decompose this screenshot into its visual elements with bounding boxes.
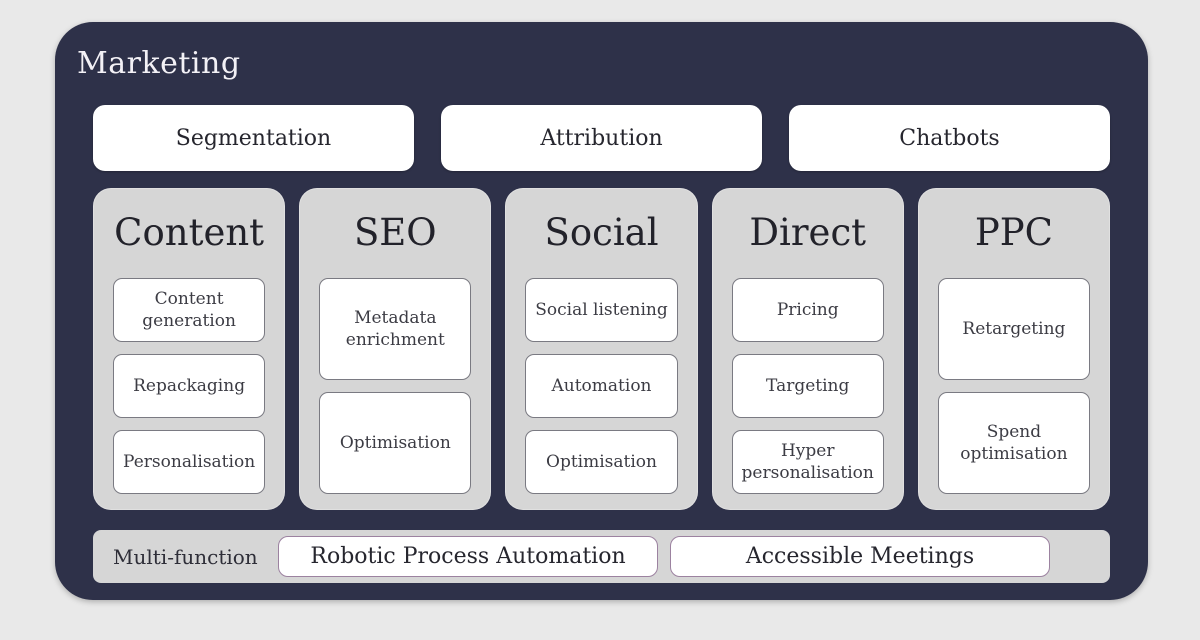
column-items: Retargeting Spend optimisation bbox=[937, 278, 1091, 494]
node-attribution: Attribution bbox=[441, 105, 762, 171]
node-social-optimisation: Optimisation bbox=[525, 430, 678, 494]
node-retargeting: Retargeting bbox=[937, 278, 1091, 380]
node-automation: Automation bbox=[525, 354, 678, 418]
multi-function-label: Multi-function bbox=[113, 544, 258, 569]
node-spend-optimisation: Spend optimisation bbox=[937, 392, 1091, 494]
column-title: PPC bbox=[974, 211, 1053, 254]
node-personalisation: Personalisation bbox=[113, 430, 266, 494]
column-items: Content generation Repackaging Personali… bbox=[113, 278, 266, 494]
column-title: Content bbox=[114, 211, 265, 254]
marketing-board: Marketing Segmentation Attribution Chatb… bbox=[55, 22, 1148, 600]
node-seo-optimisation: Optimisation bbox=[319, 392, 472, 494]
node-hyper-personalisation: Hyper personalisation bbox=[731, 430, 884, 494]
node-social-listening: Social listening bbox=[525, 278, 678, 342]
column-items: Pricing Targeting Hyper personalisation bbox=[731, 278, 884, 494]
node-chatbots: Chatbots bbox=[789, 105, 1110, 171]
category-columns: Content Content generation Repackaging P… bbox=[93, 188, 1111, 510]
top-row: Segmentation Attribution Chatbots bbox=[93, 105, 1110, 171]
multi-function-bar: Multi-function Robotic Process Automatio… bbox=[93, 530, 1110, 583]
node-targeting: Targeting bbox=[731, 354, 884, 418]
node-content-generation: Content generation bbox=[113, 278, 266, 342]
node-metadata-enrichment: Metadata enrichment bbox=[319, 278, 472, 380]
node-repackaging: Repackaging bbox=[113, 354, 266, 418]
node-accessible-meetings: Accessible Meetings bbox=[670, 536, 1050, 577]
node-segmentation: Segmentation bbox=[93, 105, 414, 171]
column-title: Social bbox=[544, 211, 659, 254]
node-pricing: Pricing bbox=[731, 278, 884, 342]
column-title: Direct bbox=[749, 211, 867, 254]
column-title: SEO bbox=[353, 211, 437, 254]
node-robotic-process-automation: Robotic Process Automation bbox=[278, 536, 658, 577]
board-title: Marketing bbox=[77, 46, 241, 81]
column-social: Social Social listening Automation Optim… bbox=[505, 188, 698, 510]
column-seo: SEO Metadata enrichment Optimisation bbox=[299, 188, 492, 510]
column-content: Content Content generation Repackaging P… bbox=[93, 188, 286, 510]
column-items: Metadata enrichment Optimisation bbox=[319, 278, 472, 494]
column-items: Social listening Automation Optimisation bbox=[525, 278, 678, 494]
column-ppc: PPC Retargeting Spend optimisation bbox=[917, 188, 1111, 510]
column-direct: Direct Pricing Targeting Hyper personali… bbox=[711, 188, 904, 510]
